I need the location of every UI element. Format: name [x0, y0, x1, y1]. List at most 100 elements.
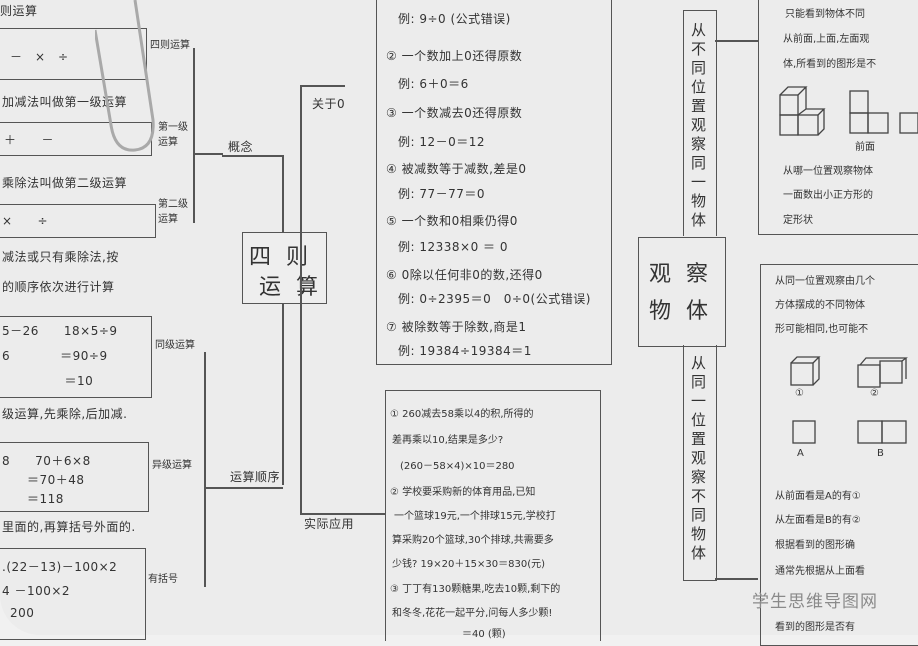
observe-branch-bottom: 从同一位置观察不同物体	[689, 355, 707, 564]
observe-line: 根据看到的图形确	[775, 540, 855, 551]
figure-label: B	[877, 448, 884, 459]
zero-rule: 例: 12－0＝12	[398, 135, 486, 149]
observe-line: 看到的图形是否有	[775, 622, 855, 633]
zero-rule: ⑥ 0除以任何非0的数,还得0	[386, 268, 543, 282]
connector	[715, 578, 758, 580]
left-line: 8 70＋6×8	[2, 454, 91, 468]
left-line: .(22－13)－100×2	[2, 560, 118, 574]
left-line: 加减法叫做第一级运算	[2, 95, 128, 109]
observe-node: 观 察 物 体	[638, 237, 726, 347]
left-line: 的顺序依次进行计算	[2, 280, 115, 294]
application-line: ＝40 (颗)	[392, 629, 506, 640]
observe-box-1	[758, 0, 918, 235]
connector	[204, 487, 226, 489]
connector	[300, 85, 345, 87]
branch-application: 实际应用	[304, 517, 355, 531]
paperclip-icon	[95, 0, 155, 152]
application-line: ② 学校要采购新的体育用品,已知	[390, 487, 536, 498]
left-line: 乘除法叫做第二级运算	[2, 176, 128, 190]
left-table-box	[0, 442, 149, 512]
label-with-brackets: 有括号	[148, 574, 178, 585]
label-mixed-level: 异级运算	[152, 460, 192, 471]
connector	[204, 352, 206, 587]
observe-line: 从左面看是B的有②	[775, 515, 861, 526]
left-line: 200	[10, 606, 35, 620]
label-same-level: 同级运算	[155, 340, 195, 351]
observe-title-1: 观 察	[649, 262, 712, 287]
zero-rule: 例: 12338×0 ＝ 0	[398, 240, 508, 254]
figure-label: A	[797, 448, 804, 459]
zero-rule: ④ 被减数等于减数,差是0	[386, 162, 527, 176]
observe-line: 体,所看到的图形是不	[783, 59, 877, 70]
observe-line: 从同一位置观察由几个	[775, 276, 875, 287]
front-view-caption: 前面	[855, 142, 875, 153]
observe-title-2: 物 体	[649, 299, 712, 324]
zero-rule: ② 一个数加上0还得原数	[386, 49, 523, 63]
application-line: ③ 丁丁有130颗糖果,吃去10颗,剩下的	[390, 584, 561, 595]
connector	[226, 487, 283, 489]
connector	[715, 40, 758, 42]
application-box	[385, 390, 601, 641]
center-title-2: 运 算	[259, 275, 322, 300]
zero-rule: ⑦ 被除数等于除数,商是1	[386, 320, 527, 334]
zero-rule: 例: 19384÷19384＝1	[398, 344, 532, 358]
left-line: ＋ －	[4, 133, 55, 147]
connector	[300, 85, 302, 515]
branch-zero: 关于0	[312, 97, 346, 111]
observe-line: 定形状	[783, 215, 813, 226]
observe-line: 只能看到物体不同	[785, 9, 865, 20]
left-line: ＝70＋48	[2, 473, 85, 487]
figure-label: ①	[795, 388, 804, 399]
application-line: 一个篮球19元,一个排球15元,学校打	[394, 511, 556, 522]
observe-line: 一面数出小正方形的	[783, 190, 873, 201]
center-node: 四 则 运 算	[242, 232, 327, 304]
left-line: × ÷	[2, 214, 49, 228]
application-line: ① 260减去58乘以4的积,所得的	[390, 409, 534, 420]
left-table-box	[0, 316, 152, 398]
left-line: 里面的,再算括号外面的.	[2, 520, 136, 534]
application-line: (260－58×4)×10＝280	[400, 461, 515, 472]
zero-rule: 例: 0÷2395＝0 0÷0(公式错误)	[398, 292, 591, 306]
application-line: 算采购20个篮球,30个排球,共需要多	[392, 535, 554, 546]
figure-label: ②	[870, 388, 879, 399]
label-first-level: 第一级运算	[158, 122, 188, 148]
connector	[282, 155, 284, 485]
observe-line: 通常先根据从上面看	[775, 566, 865, 577]
connector	[300, 513, 385, 515]
observe-branch-bottom-box	[683, 345, 717, 581]
left-top-partial: 则运算	[0, 4, 38, 18]
observe-line: 方体摆成的不同物体	[775, 300, 865, 311]
left-line: 减法或只有乘除法,按	[2, 250, 119, 264]
connector	[193, 48, 195, 223]
left-line: 级运算,先乘除,后加减.	[2, 407, 128, 421]
left-line: 6 ＝90÷9	[2, 349, 108, 363]
cube-figures-icon	[790, 356, 908, 444]
cube-views-icon	[779, 86, 918, 136]
left-line: － × ÷	[10, 50, 69, 64]
observe-line: 从哪一位置观察物体	[783, 166, 873, 177]
observe-line: 形可能相同,也可能不	[775, 324, 869, 335]
left-table-box	[0, 204, 156, 238]
left-line: 4 －100×2	[2, 584, 71, 598]
zero-rule: ⑤ 一个数和0相乘仍得0	[386, 214, 518, 228]
watermark: 学生思维导图网	[752, 592, 878, 612]
application-line: 少钱? 19×20＋15×30＝830(元)	[392, 559, 546, 570]
branch-order: 运算顺序	[230, 470, 281, 484]
left-line: ＝10	[2, 374, 94, 388]
left-table-box	[0, 28, 147, 80]
zero-rules-box	[376, 0, 612, 365]
application-line: 差再乘以10,结果是多少?	[392, 435, 504, 446]
observe-line: 从前面,上面,左面观	[783, 34, 870, 45]
zero-rule: ③ 一个数减去0还得原数	[386, 106, 523, 120]
connector	[193, 153, 223, 155]
zero-rule: 例: 9÷0 (公式错误)	[398, 12, 511, 26]
center-title-1: 四 则	[249, 245, 312, 270]
connector	[222, 155, 282, 157]
label-four-operations: 四则运算	[150, 40, 190, 51]
application-line: 和冬冬,花花一起平分,问每人多少颗!	[392, 608, 553, 619]
observe-branch-top: 从不同位置观察同一物体	[689, 22, 707, 231]
left-line: 5－26 18×5÷9	[2, 324, 118, 338]
branch-concept: 概念	[228, 140, 254, 154]
observe-branch-top-box	[683, 10, 717, 236]
